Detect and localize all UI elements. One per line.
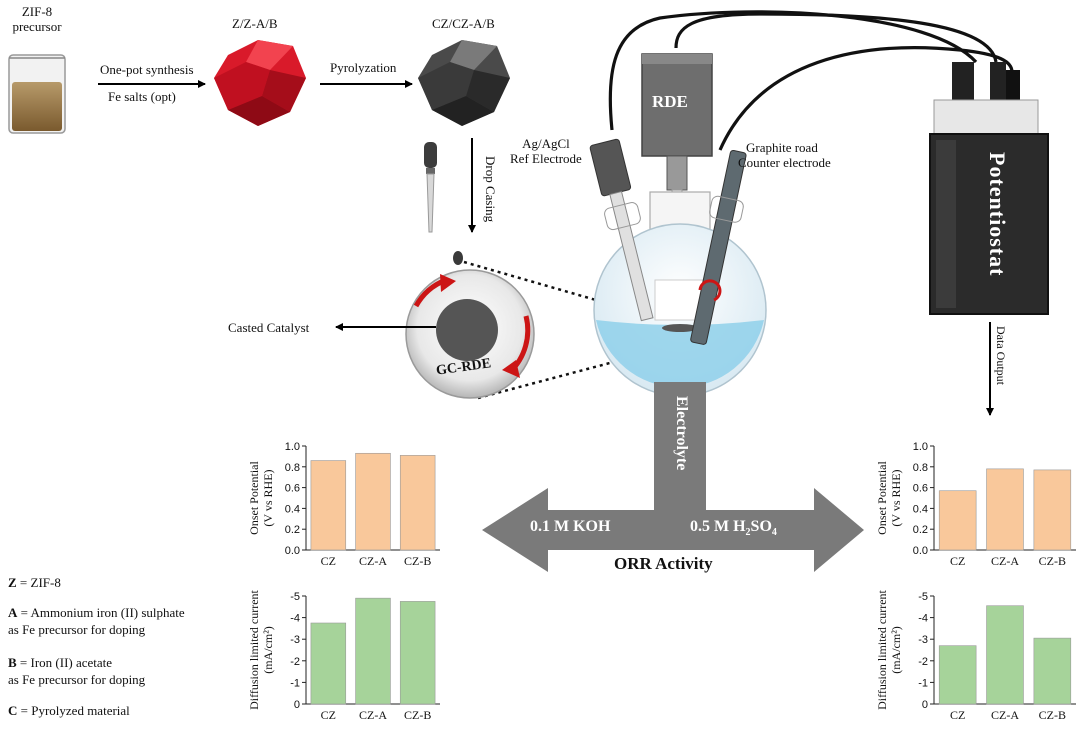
electrolyte-label: Electrolyte: [673, 396, 690, 471]
chart-tick-label: 0: [922, 699, 928, 711]
chart-tick-label: -4: [290, 613, 300, 625]
chart-tick-label: -5: [918, 591, 928, 603]
chart-category-label: CZ: [321, 708, 336, 722]
h2so4-label: 0.5 M H2SO4: [690, 518, 777, 539]
orr-activity-label: ORR Activity: [614, 554, 713, 573]
chart-y-label-units: (mA/cm²): [889, 626, 903, 674]
fe-salts-label: Fe salts (opt): [108, 89, 176, 104]
chart-bar: [399, 455, 436, 551]
chart-tick-label: 1.0: [913, 441, 928, 453]
chart-bar: [938, 490, 977, 551]
potentiostat-label: Potentiostat: [985, 152, 1010, 277]
chart-category-label: CZ-A: [359, 554, 387, 568]
drop-casing-label: Drop Casing: [483, 156, 498, 223]
potentiostat-device-icon: [929, 62, 1049, 315]
chart-bar: [938, 645, 977, 705]
chart-y-label-units: (mA/cm²): [261, 626, 275, 674]
chart-y-label-units: (V vs RHE): [889, 469, 903, 526]
gc-rde-disc-icon: [405, 269, 535, 399]
chart-y-label: Onset Potential: [247, 461, 261, 535]
chart-y-label: Onset Potential: [875, 461, 889, 535]
chart-category-label: CZ-A: [991, 708, 1019, 722]
chart-tick-label: -3: [290, 634, 300, 646]
cz-label: CZ/CZ-A/B: [432, 16, 495, 31]
chart-tick-label: 0.8: [285, 462, 300, 474]
koh-label: 0.1 M KOH: [530, 518, 611, 535]
rde-motor-icon: [641, 53, 713, 311]
chart-bar: [986, 605, 1024, 705]
dropper-icon: [424, 142, 463, 265]
chart-tick-label: 0: [294, 699, 300, 711]
chart-tick-label: 0.0: [285, 545, 300, 557]
chart-tick-label: 0.8: [913, 462, 928, 474]
reference-electrode-icon: [589, 138, 654, 322]
rde-label: RDE: [652, 92, 688, 111]
one-pot-synthesis-label: One-pot synthesis: [100, 62, 194, 77]
chart-tick-label: 0.6: [913, 483, 928, 495]
chart-category-label: CZ-A: [359, 708, 387, 722]
chart-y-label: Diffusion limited current: [247, 589, 261, 709]
casted-catalyst-label: Casted Catalyst: [228, 320, 310, 335]
z-label: Z/Z-A/B: [232, 16, 278, 31]
chart-tick-label: -2: [290, 656, 300, 668]
cables: [608, 10, 1014, 151]
pyrolyzation-label: Pyrolyzation: [330, 60, 397, 75]
chart-tick-label: -2: [918, 656, 928, 668]
chart-category-label: CZ: [950, 708, 965, 722]
chart-tick-label: -3: [918, 634, 928, 646]
chart-bar: [399, 601, 436, 705]
red-crystal-icon: [214, 40, 306, 126]
beaker-icon: [8, 54, 66, 134]
chart-tick-label: 0.4: [913, 503, 928, 515]
dark-crystal-icon: [418, 40, 510, 126]
chart-bar: [986, 468, 1024, 551]
chart-tick-label: 1.0: [285, 441, 300, 453]
chart-category-label: CZ-B: [404, 708, 431, 722]
chart-bar: [310, 622, 347, 705]
chart-tick-label: 0.0: [913, 545, 928, 557]
chart-category-label: CZ-B: [1039, 708, 1066, 722]
chart-tick-label: 0.4: [285, 503, 300, 515]
chart-tick-label: 0.6: [285, 483, 300, 495]
chart-y-label: Diffusion limited current: [875, 589, 889, 709]
chart-tick-label: -5: [290, 591, 300, 603]
chart-tick-label: 0.2: [913, 524, 928, 536]
orr-double-arrow: [482, 382, 864, 572]
chart-category-label: CZ: [950, 554, 965, 568]
chart-bar: [355, 597, 391, 705]
chart-bar: [355, 452, 391, 551]
chart-category-label: CZ-A: [991, 554, 1019, 568]
chart-bar: [1033, 469, 1072, 551]
chart-category-label: CZ-B: [1039, 554, 1066, 568]
chart-bar: [1033, 637, 1072, 705]
chart-y-label-units: (V vs RHE): [261, 469, 275, 526]
chart-category-label: CZ: [321, 554, 336, 568]
legend-c: C = Pyrolyzed material: [8, 703, 130, 718]
chart-tick-label: -4: [918, 613, 928, 625]
legend-z: Z = ZIF-8: [8, 575, 61, 590]
counter-electrode-icon: [690, 149, 747, 345]
chart-tick-label: 0.2: [285, 524, 300, 536]
chart-category-label: CZ-B: [404, 554, 431, 568]
chart-tick-label: -1: [290, 677, 300, 689]
chart-bar: [310, 460, 347, 551]
chart-tick-label: -1: [918, 677, 928, 689]
data-output-label: Data Output: [994, 326, 1008, 385]
